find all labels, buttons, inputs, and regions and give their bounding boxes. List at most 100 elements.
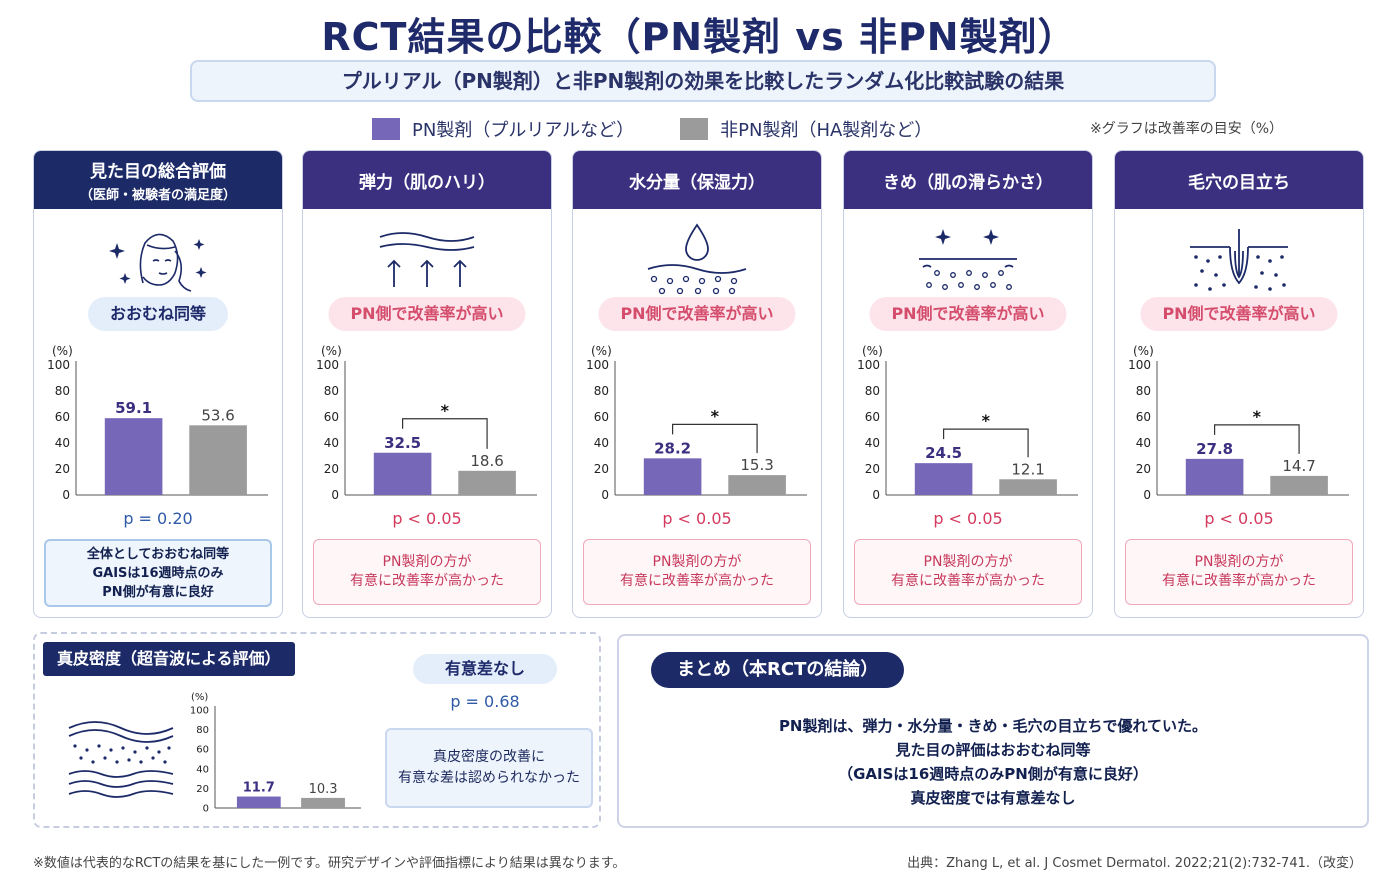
- bar-non-pn: [301, 797, 345, 808]
- card-title: 弾力（肌のハリ）: [359, 172, 495, 193]
- y-tick-label: 20: [865, 462, 880, 476]
- y-tick-label: 20: [1136, 462, 1151, 476]
- bar-non-pn: [458, 470, 516, 495]
- y-tick-label: 40: [196, 764, 209, 775]
- data-label: 10.3: [309, 782, 338, 797]
- verdict-badge: PN側で改善率が高い: [328, 297, 526, 331]
- significance-mark: *: [1253, 407, 1262, 426]
- y-tick-label: 60: [55, 410, 70, 424]
- y-tick-label: 80: [196, 725, 209, 736]
- p-value: p = 0.20: [123, 509, 193, 528]
- card-header: 毛穴の目立ち: [1115, 151, 1363, 209]
- skin-layers-icon: [68, 721, 174, 798]
- p-value: p < 0.05: [1204, 509, 1274, 528]
- verdict-badge: おおむね同等: [87, 297, 229, 331]
- y-tick-label: 60: [865, 410, 880, 424]
- significance-mark: *: [982, 411, 991, 430]
- y-tick-label: 20: [594, 462, 609, 476]
- card-title: 毛穴の目立ち: [1188, 172, 1290, 193]
- card-header: 弾力（肌のハリ）: [303, 151, 551, 209]
- bar-pn: [373, 452, 432, 495]
- verdict-badge: PN側で改善率が高い: [1140, 297, 1338, 331]
- legend: PN製剤（プルリアルなど） 非PN製剤（HA製剤など）: [372, 116, 978, 142]
- card-note: PN製剤の方が 有意に改善率が高かった: [583, 539, 811, 605]
- verdict-badge: 有意差なし: [413, 654, 557, 684]
- summary-body: PN製剤は、弾力・水分量・きめ・毛穴の目立ちで優れていた。 見た目の評価はおおむ…: [619, 714, 1367, 810]
- note-line: 有意に改善率が高かった: [350, 573, 504, 589]
- note-line: PN製剤の方が: [1194, 554, 1284, 570]
- y-tick-label: 0: [203, 804, 209, 815]
- card-note: PN製剤の方が 有意に改善率が高かった: [1125, 539, 1353, 605]
- y-axis-unit: (%): [862, 344, 883, 358]
- note-line: GAISは16週時点のみ: [92, 565, 224, 581]
- bar-pn: [236, 796, 281, 808]
- y-tick-label: 40: [865, 436, 880, 450]
- bar-non-pn: [189, 425, 247, 495]
- data-label: 18.6: [470, 452, 503, 470]
- y-axis-unit: (%): [1133, 344, 1154, 358]
- note-line: 全体としておおむね同等: [86, 546, 230, 562]
- y-tick-label: 100: [857, 358, 880, 372]
- dermis-note: 真皮密度の改善に 有意な差は認められなかった: [385, 728, 593, 808]
- note-line: 有意な差は認められなかった: [398, 770, 580, 786]
- pore-icon: [1190, 229, 1288, 291]
- y-tick-label: 100: [190, 706, 209, 717]
- bar-non-pn: [728, 475, 786, 495]
- data-label: 28.2: [654, 439, 691, 457]
- y-tick-label: 60: [1136, 410, 1151, 424]
- card-title: 見た目の総合評価: [90, 162, 226, 182]
- note-line: PN製剤の方が: [382, 554, 472, 570]
- face-sparkle-icon: [109, 233, 207, 292]
- bar-non-pn: [999, 479, 1057, 495]
- data-label: 12.1: [1011, 460, 1044, 478]
- significance-bracket: [672, 423, 758, 454]
- significance-bracket: [402, 418, 488, 449]
- note-line: PN製剤の方が: [923, 554, 1013, 570]
- p-value: p < 0.05: [392, 509, 462, 528]
- data-label: 32.5: [384, 434, 421, 452]
- page-title: RCT結果の比較（PN製剤 vs 非PN製剤）: [321, 15, 1077, 59]
- footnote: ※数値は代表的なRCTの結果を基にした一例です。研究デザインや評価指標により結果…: [33, 856, 626, 871]
- elasticity-icon: [379, 232, 475, 287]
- summary-line: 真皮密度では有意差なし: [910, 789, 1076, 807]
- note-line: PN製剤の方が: [652, 554, 742, 570]
- y-tick-label: 0: [601, 488, 609, 502]
- y-tick-label: 100: [316, 358, 339, 372]
- card-header: 見た目の総合評価 （医師・被験者の満足度）: [34, 151, 282, 209]
- y-tick-label: 100: [1128, 358, 1151, 372]
- card-note: 全体としておおむね同等 GAISは16週時点のみ PN側が有意に良好: [44, 539, 272, 607]
- card-note: PN製剤の方が 有意に改善率が高かった: [854, 539, 1082, 605]
- note-line: 有意に改善率が高かった: [891, 573, 1045, 589]
- y-tick-label: 0: [1143, 488, 1151, 502]
- card-title: 水分量（保湿力）: [629, 172, 765, 193]
- y-tick-label: 80: [594, 384, 609, 398]
- bar-pn: [914, 463, 973, 495]
- y-tick-label: 80: [324, 384, 339, 398]
- verdict-badge: PN側で改善率が高い: [598, 297, 796, 331]
- y-tick-label: 0: [331, 488, 339, 502]
- y-tick-label: 60: [196, 745, 209, 756]
- bar-pn: [104, 418, 163, 495]
- legend-swatch-pn: [372, 118, 400, 140]
- card-subtitle: （医師・被験者の満足度）: [79, 188, 236, 203]
- p-value: p < 0.05: [662, 509, 732, 528]
- card-title: きめ（肌の滑らかさ）: [883, 172, 1053, 193]
- y-tick-label: 0: [872, 488, 880, 502]
- data-label: 59.1: [115, 399, 152, 417]
- summary-title: まとめ（本RCTの結論）: [651, 652, 905, 688]
- p-value: p = 0.68: [450, 692, 520, 711]
- data-label: 27.8: [1196, 440, 1233, 458]
- significance-mark: *: [441, 401, 450, 420]
- data-label: 53.6: [201, 406, 234, 424]
- card-header: きめ（肌の滑らかさ）: [844, 151, 1092, 209]
- summary-line: 見た目の評価はおおむね同等: [895, 741, 1091, 759]
- y-tick-label: 80: [1136, 384, 1151, 398]
- legend-item-pn: PN製剤（プルリアルなど）: [372, 116, 634, 142]
